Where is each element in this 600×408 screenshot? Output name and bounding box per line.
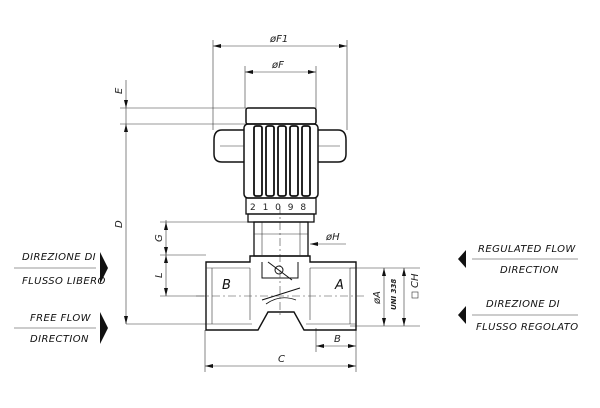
free-flow-en-line2: DIRECTION (30, 334, 89, 345)
arrow-left-icon (458, 306, 466, 324)
knob-scale-label: 2 1 0 9 8 (250, 203, 308, 213)
arrow-right-icon (100, 312, 108, 344)
valve-bonnet (247, 213, 315, 257)
dimension-d: E D (114, 80, 246, 325)
dimension-f: øF (244, 60, 317, 108)
regulated-flow-it-line1: DIREZIONE DI (486, 299, 560, 310)
arrow-left-icon (458, 250, 466, 268)
dimension-h: øH (310, 232, 346, 246)
free-flow-label-it: DIREZIONE DI FLUSSO LIBERO (14, 252, 108, 287)
adjustment-knob: 2 1 0 9 8 (213, 107, 347, 215)
regulated-flow-it-line2: FLUSSO REGOLATO (476, 322, 579, 333)
free-flow-label-en: FREE FLOW DIRECTION (14, 312, 108, 345)
port-b-label: B (222, 278, 231, 293)
dimension-l-label: L (154, 272, 165, 278)
dimension-ch-label: CH (410, 273, 421, 288)
dimension-c: C (204, 330, 357, 372)
valve-body: B A (196, 255, 364, 331)
free-flow-it-line2: FLUSSO LIBERO (22, 276, 106, 287)
dimension-g-l: G L (154, 220, 254, 297)
dimension-b-label: B (334, 334, 341, 345)
free-flow-it-line1: DIREZIONE DI (22, 252, 96, 263)
dimension-a-ch: øA UNI 338 CH (350, 267, 421, 327)
dimension-f1: øF1 (212, 34, 348, 130)
dimension-g-label: G (154, 234, 165, 242)
regulated-flow-label-en: REGULATED FLOW DIRECTION (458, 244, 578, 276)
dimension-d-label: D (114, 220, 125, 228)
dimension-e-label: E (114, 87, 125, 94)
port-a-label: A (334, 278, 344, 293)
dimension-h-label: øH (325, 232, 340, 243)
dimension-f-label: øF (271, 60, 284, 71)
thread-standard-label: UNI 338 (390, 279, 398, 310)
dimension-f1-label: øF1 (269, 34, 288, 45)
square-icon (411, 291, 419, 299)
dimension-a-label: øA (372, 291, 383, 305)
regulated-flow-en-line2: DIRECTION (500, 265, 559, 276)
check-mechanism (261, 206, 301, 318)
arrow-right-icon (100, 252, 108, 284)
free-flow-en-line1: FREE FLOW (30, 313, 92, 324)
regulated-flow-en-line1: REGULATED FLOW (478, 244, 576, 255)
dimension-b: B (315, 328, 357, 352)
regulated-flow-label-it: DIREZIONE DI FLUSSO REGOLATO (458, 299, 579, 333)
dimension-c-label: C (278, 354, 285, 365)
